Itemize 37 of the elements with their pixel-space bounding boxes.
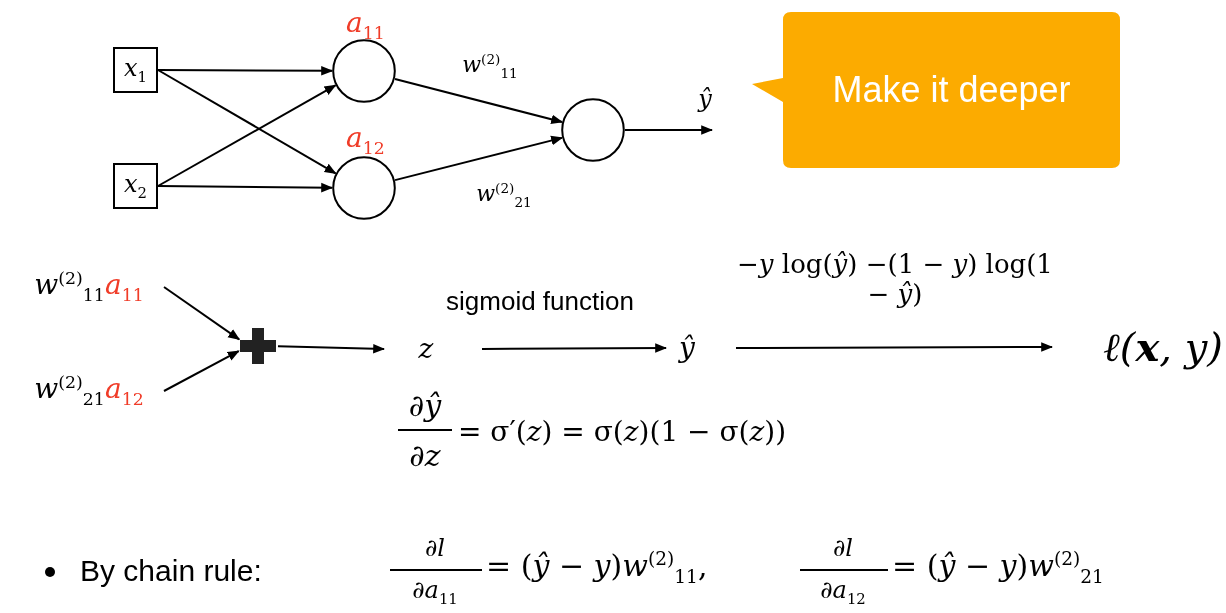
arrow [157,182,334,193]
formula-text: ∂a$_{12}$ [820,576,866,608]
callout-box [752,12,1120,168]
activation-label: a$_{11}$ [346,8,385,43]
neuron-circle [332,156,396,220]
input-box [113,163,158,209]
formula-text: ∂z [409,438,441,472]
arrow [163,286,241,341]
arrow [394,78,564,124]
formula-text: ∂ŷ [408,388,442,422]
arrow [163,350,240,392]
arrow [735,342,1054,352]
neuron-circle [332,39,396,103]
math-symbol: x$_{2}$ [124,171,147,201]
math-symbol: x$_{1}$ [124,55,147,85]
math-symbol: ŷ [679,334,695,362]
formula-text: = (ŷ − y)w$^{(2)}$$_{11}$, [486,548,708,588]
edge-label: ŷ [696,86,714,114]
formula-text: ∂a$_{11}$ [412,576,458,608]
activation-label: a$_{12}$ [346,123,385,158]
callout-text: Make it deeper [832,69,1071,111]
arrow [277,343,386,354]
arrow [157,69,337,175]
formula-text: ∂l [832,534,854,562]
arrow [624,125,714,135]
arrow [157,66,334,76]
math-symbol: a$_{12}$ [104,374,144,408]
formula-text: ∂l [424,534,446,562]
arrow [481,343,668,353]
arrow [394,135,564,182]
math-symbol: z [418,335,434,363]
input-box [113,47,158,93]
neuron-circle [561,98,625,162]
math-symbol: a$_{11}$ [104,270,144,304]
bullet-text: By chain rule: [80,553,262,587]
arrow [157,84,337,187]
formula-text: = σ′(z) = σ(z)(1 − σ(z)) [458,416,787,448]
